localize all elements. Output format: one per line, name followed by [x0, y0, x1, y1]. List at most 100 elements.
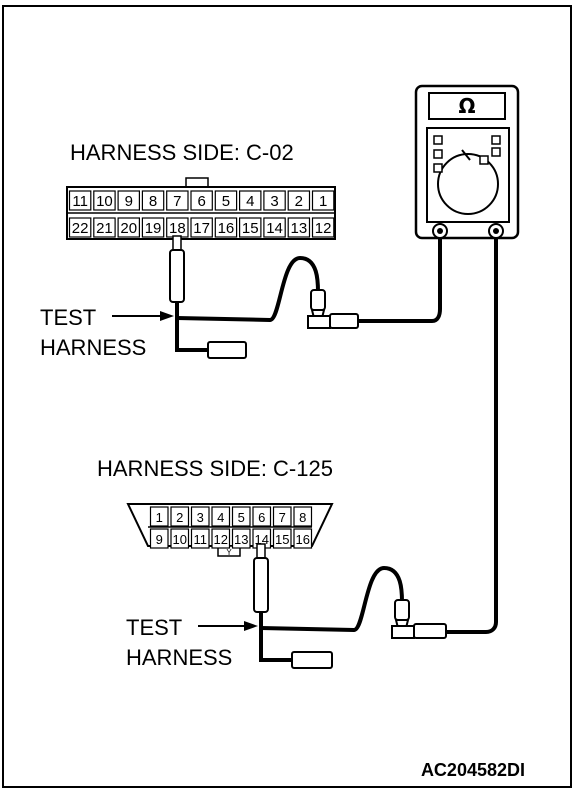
connector-bottom-cavity: [211, 528, 231, 549]
connector-top-cavity: [68, 190, 92, 211]
connector-top-cavity: [166, 190, 189, 211]
connector-bottom-cavity: [170, 506, 190, 527]
test-harness-top: [169, 232, 442, 359]
test-harness-bottom-wire-lower: [259, 612, 292, 662]
connector-top-cavity: [117, 217, 140, 238]
probe-bottom-body: [253, 557, 269, 613]
connector-bottom-cavity: [252, 506, 272, 527]
connector-top-cavity: [117, 190, 140, 211]
connector-top-pin-label: 11: [72, 193, 88, 210]
figure-frame: [2, 5, 572, 788]
connector-top-pin-label: 2: [295, 193, 303, 210]
connector-top-pin-label: 9: [125, 193, 133, 210]
test-harness-bottom: [253, 543, 447, 669]
connector-bottom-cavity: [293, 506, 313, 527]
connector-top-cavity: [93, 190, 116, 211]
connector-top-cavity: [190, 190, 213, 211]
connector-bottom-pin-label: 7: [279, 510, 286, 525]
test-harness-top-label-line2: HARNESS: [40, 335, 146, 360]
connector-top-pin-label: 13: [291, 220, 308, 237]
figure-code: AC204582DI: [421, 760, 525, 780]
connector-bottom-cavity: [272, 506, 292, 527]
clip-bottom-upper: [394, 599, 410, 621]
connector-bottom-pin-label: 4: [217, 510, 224, 525]
connector-top-cavity: [287, 217, 311, 238]
test-harness-bottom-label-line1: TEST: [126, 615, 182, 640]
connector-bottom-pin-label: 16: [296, 532, 310, 547]
meter-display: [428, 92, 506, 120]
connector-bottom-cavity: [149, 528, 169, 549]
connector-bottom-pin-label: 1: [156, 510, 163, 525]
connector-bottom-pin-label: 2: [176, 510, 183, 525]
connector-top-pin-label: 4: [246, 193, 254, 210]
test-harness-top-label-line1: TEST: [40, 305, 96, 330]
connector-top-cavity: [214, 217, 238, 238]
connector-top-pin-label: 1: [319, 193, 327, 210]
arrow-top-icon: [112, 311, 174, 321]
meter-mark-4: [491, 135, 501, 145]
connector-bottom-cavity: [293, 528, 313, 549]
connector-top-pin-label: 5: [222, 193, 230, 210]
connector-top-pin-label: 15: [242, 220, 259, 237]
connector-top-pin-label: 14: [266, 220, 283, 237]
meter-lead-bottom: [446, 238, 498, 634]
connector-top-pin-label: 21: [96, 220, 113, 237]
meter-dial-pointer: [461, 149, 471, 161]
meter-mark-5: [491, 147, 501, 157]
connector-top-cavity: [287, 190, 311, 211]
connector-bottom-pin-label: 12: [214, 532, 228, 547]
connector-top-pin-label: 19: [145, 220, 162, 237]
test-harness-top-wire-lower: [175, 302, 208, 352]
connector-top-cavity: [239, 190, 262, 211]
connector-bottom-cavity: [211, 506, 231, 527]
test-harness-top-wire-upper: [176, 255, 320, 323]
connector-top-cavity: [214, 190, 238, 211]
clip-top-jaw: [307, 315, 331, 329]
connector-top-cavity: [263, 217, 286, 238]
connector-top-pin-label: 18: [169, 220, 186, 237]
connector-top-cavity: [141, 190, 165, 211]
connector-bottom-title: HARNESS SIDE: C-125: [97, 456, 333, 481]
probe-top-body: [169, 249, 185, 303]
meter-mark-6: [479, 155, 489, 165]
arrow-bottom-icon: [198, 621, 258, 631]
connector-top-pin-label: 20: [120, 220, 137, 237]
connector-top-cavity: [93, 217, 116, 238]
ohmmeter-icon: Ω: [414, 84, 520, 240]
connector-top-cavity: [311, 190, 335, 211]
clip-top-upper: [310, 289, 326, 311]
connector-bottom-cavity: [231, 528, 251, 549]
connector-bottom-pin-label: 6: [258, 510, 265, 525]
connector-bottom-cavity: [190, 528, 210, 549]
clip-bottom-jaw: [391, 625, 415, 639]
meter-mark-3: [433, 163, 443, 173]
connector-bottom-pin-label: 15: [275, 532, 289, 547]
connector-bottom-cavity: [272, 528, 292, 549]
connector-bottom-pin-label: 11: [194, 532, 208, 547]
meter-ohm-symbol: Ω: [458, 94, 475, 118]
test-harness-bottom-label-line2: HARNESS: [126, 645, 232, 670]
connector-top-pin-label: 6: [197, 193, 205, 210]
connector-top-pin-label: 22: [72, 220, 89, 237]
connector-top-cavity: [263, 190, 286, 211]
connector-top-cavity: [141, 217, 165, 238]
connector-bottom-pin-label: 13: [234, 532, 248, 547]
connector-top-pin-label: 3: [270, 193, 278, 210]
test-harness-bottom-plug: [291, 651, 333, 669]
connector-bottom-cavity: [231, 506, 251, 527]
meter-lead-top: [358, 232, 442, 323]
connector-top-cavity: [311, 217, 335, 238]
connector-top-pin-label: 17: [193, 220, 210, 237]
meter-lead-bottom-plug: [413, 623, 447, 639]
connector-top-cavity: [190, 217, 213, 238]
test-harness-bottom-wire-upper: [260, 565, 404, 633]
connector-bottom-pin-label: 5: [238, 510, 245, 525]
meter-lead-top-plug: [329, 313, 359, 329]
connector-bottom-cavity: [149, 506, 169, 527]
connector-top-pin-label: 10: [96, 193, 113, 210]
connector-top-cavity: [239, 217, 262, 238]
meter-mark-2: [433, 149, 443, 159]
